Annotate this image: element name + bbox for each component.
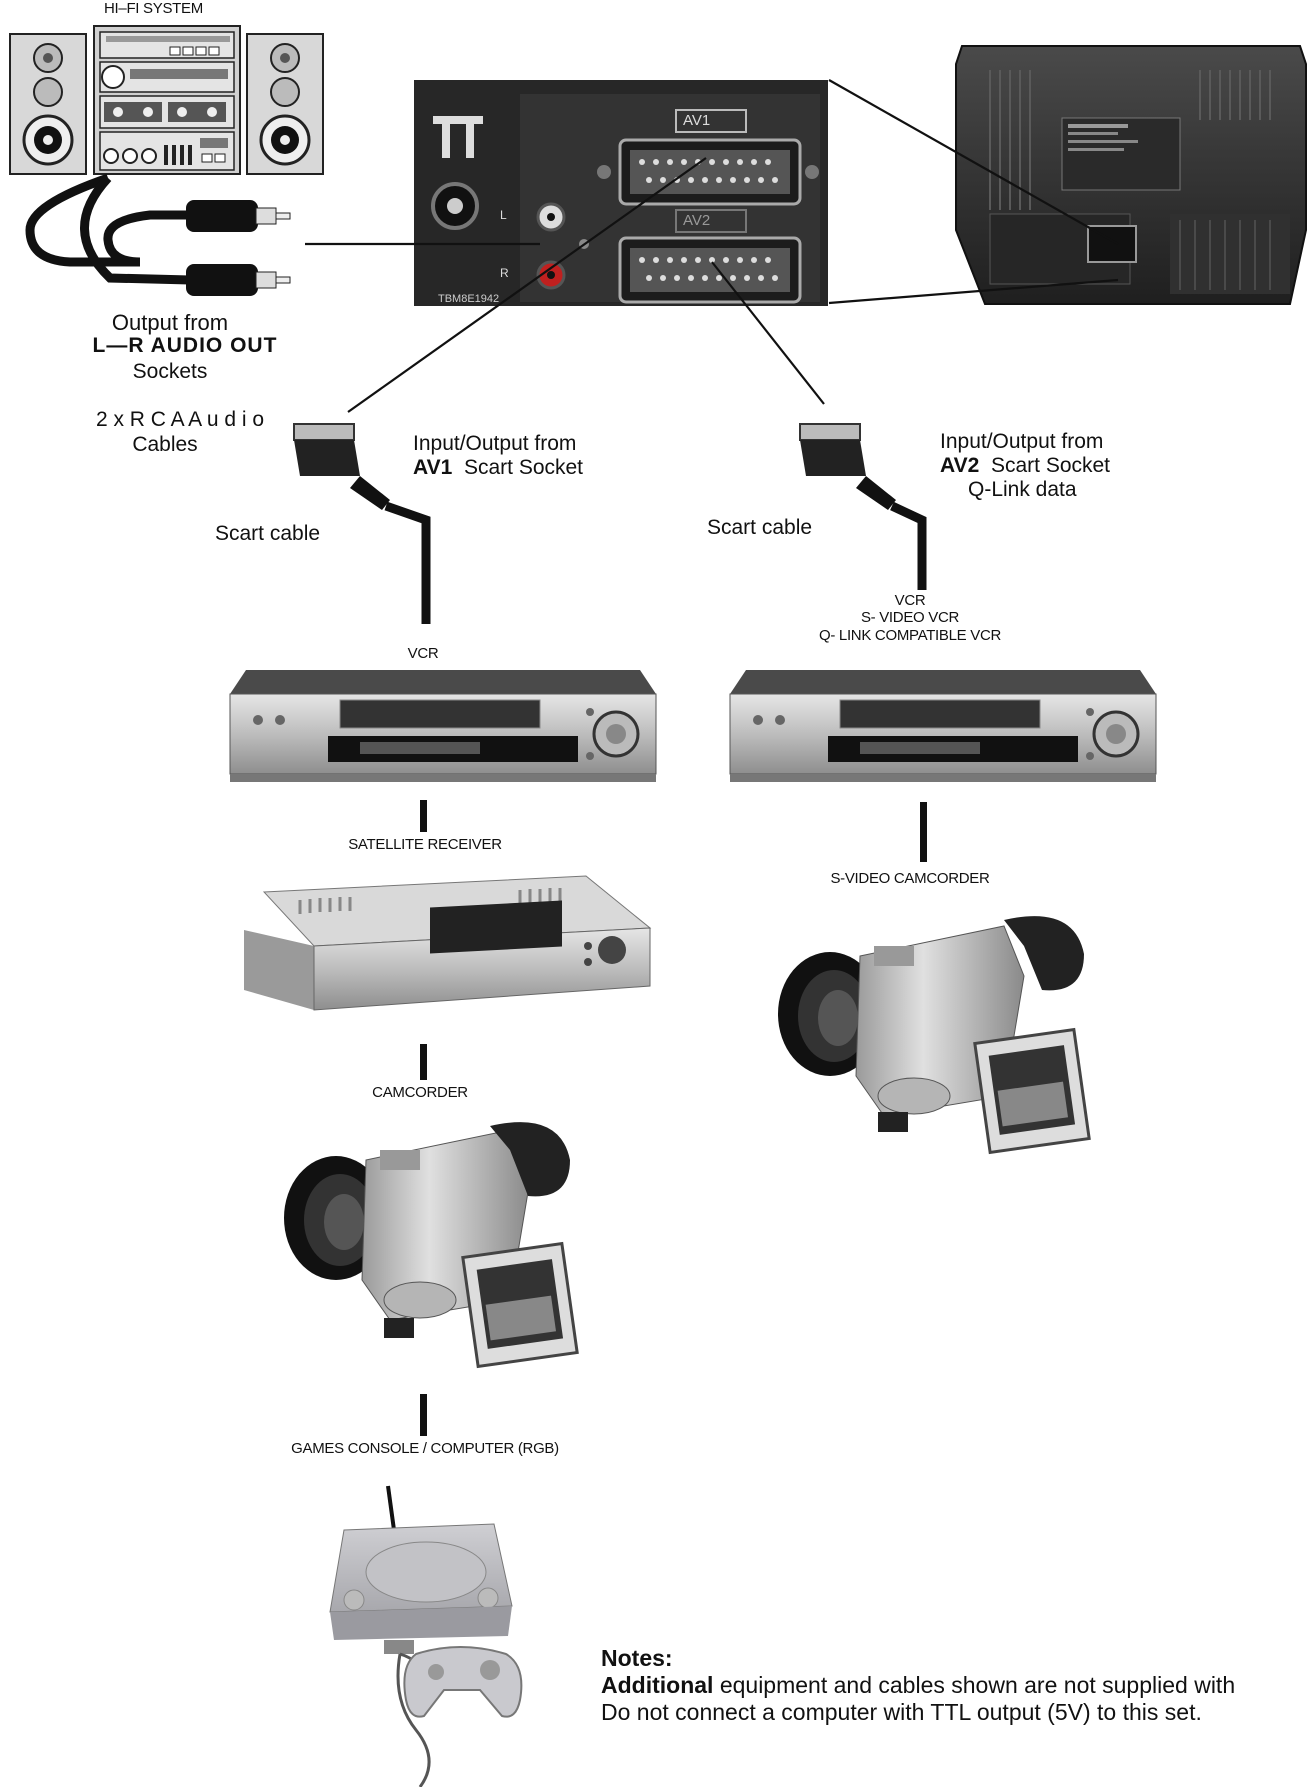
scart-plug-icon (799, 423, 927, 590)
camcorder-icon (778, 916, 1091, 1155)
games-console-label: GAMES CONSOLE / COMPUTER (RGB) (291, 1440, 559, 1457)
vcr-icon (729, 670, 1157, 782)
av2-io-rest: Scart Socket (990, 454, 1111, 477)
satellite-receiver-label: SATELLITE RECEIVER (348, 836, 502, 853)
hifi-system-icon (9, 25, 324, 175)
av1-vcr-label: VCR (407, 645, 439, 662)
av1-io-line1: Input/Output from (413, 432, 577, 455)
notes-line1-bold: Additional (601, 1672, 714, 1698)
av2-io-bold: AV2 (940, 454, 980, 477)
av2-vcr-label-line2: S- VIDEO VCR (860, 609, 960, 626)
rca-cable-icon (25, 173, 291, 296)
game-console-icon (329, 1485, 513, 1787)
gamepad-icon (403, 1646, 523, 1718)
audio-r-label: R (500, 266, 509, 280)
notes-line2: Do not connect a computer with TTL outpu… (601, 1699, 1202, 1725)
av2-vcr-label-line1: VCR (894, 592, 926, 609)
hifi-output-line2: L—R AUDIO OUT (92, 334, 278, 357)
link-bars (420, 800, 927, 1436)
av1-socket-label: AV1 (683, 112, 711, 129)
rca-cable-label-line1: 2 x R C A A u d i o (95, 408, 265, 431)
hifi-title: HI–FI SYSTEM (104, 0, 203, 17)
satellite-receiver-icon (244, 875, 652, 1011)
notes-heading: Notes: (601, 1645, 673, 1671)
vcr-icon (229, 670, 657, 782)
rca-cable-label-line2: Cables (132, 433, 198, 456)
av1-io-line2: AV1 Scart Socket (413, 456, 583, 480)
av2-io-line3: Q-Link data (968, 478, 1077, 501)
notes-line1: Additional equipment and cables shown ar… (601, 1672, 1235, 1699)
av1-io-rest: Scart Socket (463, 456, 584, 479)
av2-io-line1: Input/Output from (940, 430, 1104, 453)
hifi-output-line3: Sockets (132, 360, 208, 383)
tv-rear-icon (955, 45, 1307, 305)
av2-vcr-label-line3: Q- LINK COMPATIBLE VCR (818, 627, 1002, 644)
av1-scart-cable-label: Scart cable (215, 522, 321, 545)
connector-lines (305, 79, 1119, 413)
hifi-output-line1: Output from (111, 310, 229, 335)
notes-block: Notes: Additional equipment and cables s… (601, 1645, 1235, 1726)
scart-panel-icon (414, 80, 828, 306)
scart-plug-icon (293, 423, 431, 624)
av1-io-bold: AV1 (413, 456, 453, 479)
audio-l-label: L (500, 208, 507, 222)
s-video-camcorder-label: S-VIDEO CAMCORDER (830, 870, 990, 887)
av2-io-line2: AV2 Scart Socket (940, 454, 1110, 478)
camcorder-label: CAMCORDER (372, 1084, 468, 1101)
notes-line1-rest: equipment and cables shown are not suppl… (713, 1672, 1236, 1698)
camcorder-icon (284, 1122, 579, 1369)
av2-scart-cable-label: Scart cable (707, 516, 813, 539)
model-code: TBM8E1942 (438, 293, 500, 305)
av2-socket-label: AV2 (683, 212, 711, 229)
